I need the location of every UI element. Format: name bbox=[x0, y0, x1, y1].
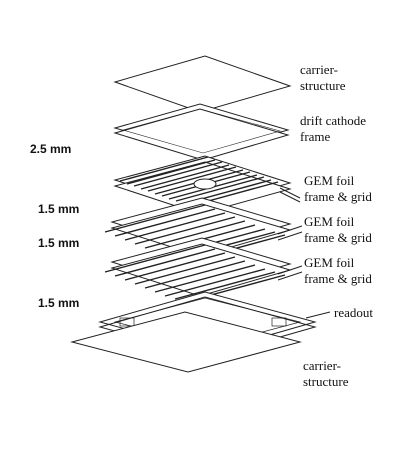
label-readout-line1: readout bbox=[334, 305, 373, 320]
label-gem1-line1: GEM foil bbox=[304, 173, 355, 188]
label-bottom-carrier-line2: structure bbox=[303, 374, 349, 389]
gem-foil-2 bbox=[104, 197, 303, 263]
label-gem3: GEM foil frame & grid bbox=[304, 255, 372, 287]
label-gem3-line2: frame & grid bbox=[304, 271, 372, 286]
label-drift-cathode-line1: drift cathode bbox=[300, 113, 367, 128]
dimension-gap-2: 1.5 mm bbox=[38, 202, 80, 216]
label-drift-cathode-line2: frame bbox=[300, 129, 331, 144]
label-bottom-carrier-line1: carrier- bbox=[303, 358, 341, 373]
dimension-gap-1: 2.5 mm bbox=[30, 142, 72, 156]
label-bottom-carrier: carrier- structure bbox=[303, 358, 348, 390]
gem-foil-1 bbox=[113, 155, 301, 215]
bottom-carrier-plate bbox=[70, 311, 302, 373]
label-top-carrier-line1: carrier- bbox=[300, 62, 338, 77]
label-drift-cathode: drift cathode frame bbox=[300, 113, 366, 145]
label-gem3-line1: GEM foil bbox=[304, 255, 355, 270]
label-gem2: GEM foil frame & grid bbox=[304, 214, 372, 246]
dimension-gap-4: 1.5 mm bbox=[38, 296, 80, 310]
dimension-gap-3: 1.5 mm bbox=[38, 236, 80, 250]
label-top-carrier: carrier- structure bbox=[300, 62, 345, 94]
label-top-carrier-line2: structure bbox=[300, 78, 346, 93]
label-gem2-line2: frame & grid bbox=[304, 230, 372, 245]
label-readout: readout bbox=[334, 305, 373, 321]
top-carrier-plate bbox=[113, 55, 292, 113]
label-gem2-line1: GEM foil bbox=[304, 214, 355, 229]
label-gem1-line2: frame & grid bbox=[304, 189, 372, 204]
label-gem1: GEM foil frame & grid bbox=[304, 173, 372, 205]
gem-foil-3 bbox=[104, 237, 303, 303]
